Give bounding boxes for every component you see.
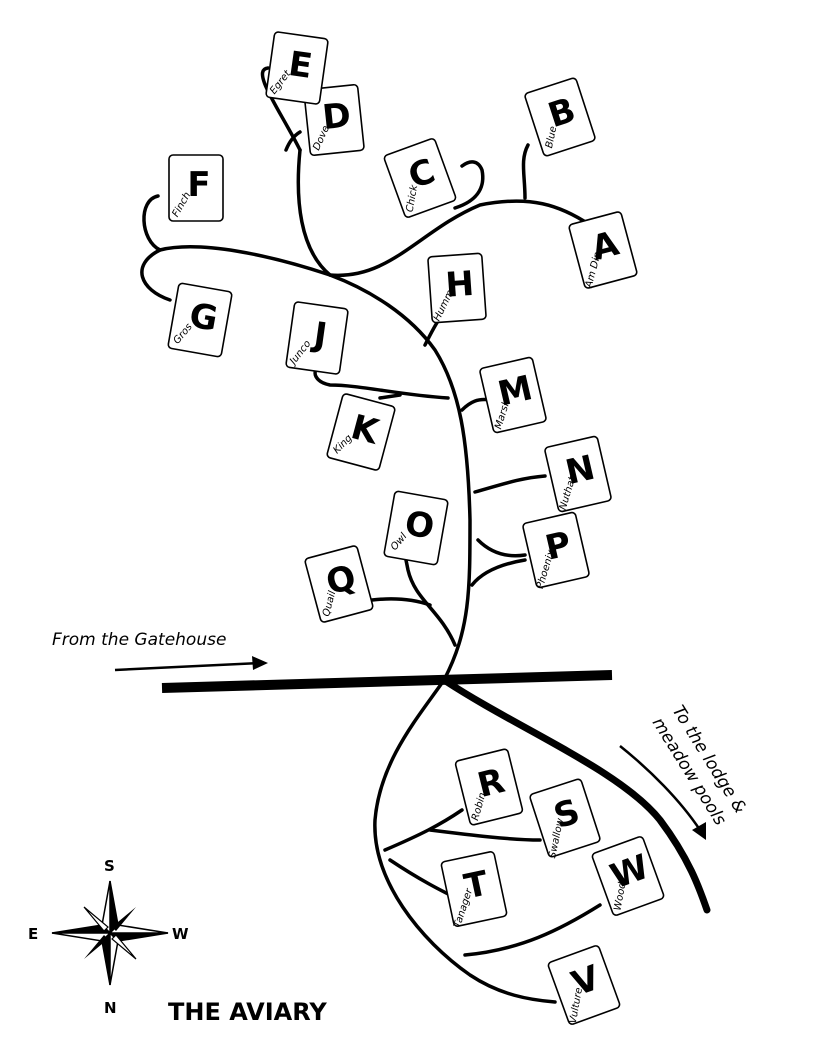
- gatehouse-road: [161, 670, 613, 693]
- stop-card-frame: [326, 393, 396, 471]
- trail-owl: [404, 558, 457, 647]
- compass-label-north: N: [104, 999, 117, 1017]
- trail-dove: [284, 130, 302, 152]
- roads: [161, 670, 711, 914]
- trail-swallow: [428, 828, 542, 842]
- lodge-arrow: [619, 745, 702, 831]
- lodge-road: [440, 676, 711, 914]
- trail-phoenix-b: [470, 558, 527, 587]
- map-title: THE AVIARY: [168, 998, 327, 1026]
- trail-blue: [521, 143, 530, 200]
- stop-card-a: AAm Dip: [568, 211, 638, 290]
- trail-south-west: [373, 678, 557, 1004]
- trail-phoenix-a: [476, 538, 527, 558]
- compass-diagonal-se: [111, 934, 137, 960]
- stop-letter: O: [402, 503, 437, 547]
- stop-card-frame: [285, 301, 349, 375]
- stop-card-frame: [454, 748, 524, 826]
- trail-west-loop: [140, 245, 332, 302]
- compass-diagonal-nw: [83, 906, 109, 932]
- stop-card-frame: [479, 356, 547, 434]
- stop-letter: E: [286, 44, 315, 87]
- trail-junco: [313, 366, 450, 400]
- stop-card-frame: [529, 778, 601, 858]
- stop-card-frame: [440, 851, 508, 927]
- stop-card-frame: [427, 252, 487, 324]
- stop-card-frame: [383, 138, 457, 218]
- stop-bird-name: Chick: [405, 183, 421, 213]
- gatehouse-note: From the Gatehouse: [52, 630, 268, 672]
- stop-card-frame: [167, 282, 233, 358]
- trail-finch: [142, 194, 162, 252]
- stop-card-frame: [544, 435, 612, 513]
- stop-letter: F: [187, 165, 210, 205]
- compass-diagonal-sw: [84, 935, 108, 959]
- compass-rose: S N E W: [28, 857, 189, 1017]
- trail-chick: [453, 160, 485, 210]
- stop-letter: G: [186, 295, 220, 339]
- compass-label-west: W: [172, 925, 189, 943]
- compass-label-east: E: [28, 925, 38, 943]
- stop-card-frame: [591, 836, 665, 916]
- stop-card-frame: [383, 490, 449, 566]
- stop-cards: AAm DipBBlueCChickDDoveEEgretFFinchGGros…: [167, 31, 665, 1025]
- gatehouse-arrow: [114, 661, 261, 672]
- gatehouse-arrowhead: [252, 656, 268, 670]
- stop-letter: H: [444, 264, 475, 306]
- stop-card-frame: [522, 511, 590, 589]
- trail-marsh: [460, 397, 492, 412]
- stop-card-frame: [304, 545, 374, 623]
- trail-robin: [383, 808, 464, 852]
- trail-quail: [370, 597, 432, 607]
- stop-card-frame: [168, 154, 224, 222]
- trail-nuthat: [473, 474, 547, 494]
- stop-bird-name: Wood: [613, 881, 629, 912]
- lodge-note: To the lodge & meadow pools: [619, 702, 750, 840]
- lodge-arrowhead: [692, 822, 706, 840]
- compass-diagonal-ne: [112, 907, 136, 931]
- trail-east-loop: [328, 199, 592, 278]
- gatehouse-label: From the Gatehouse: [52, 630, 226, 650]
- stop-card-frame: [265, 31, 329, 105]
- trail-king: [378, 393, 402, 400]
- stop-card-frame: [547, 945, 621, 1025]
- trail-network: [140, 66, 602, 1004]
- stop-card-frame: [524, 77, 596, 157]
- compass-label-south: S: [104, 857, 115, 875]
- stop-letter: D: [321, 95, 353, 138]
- stop-bird-name: Blue: [544, 125, 559, 149]
- stop-card-frame: [568, 211, 638, 289]
- trail-main-trunk: [296, 148, 472, 682]
- trail-wood: [463, 903, 602, 957]
